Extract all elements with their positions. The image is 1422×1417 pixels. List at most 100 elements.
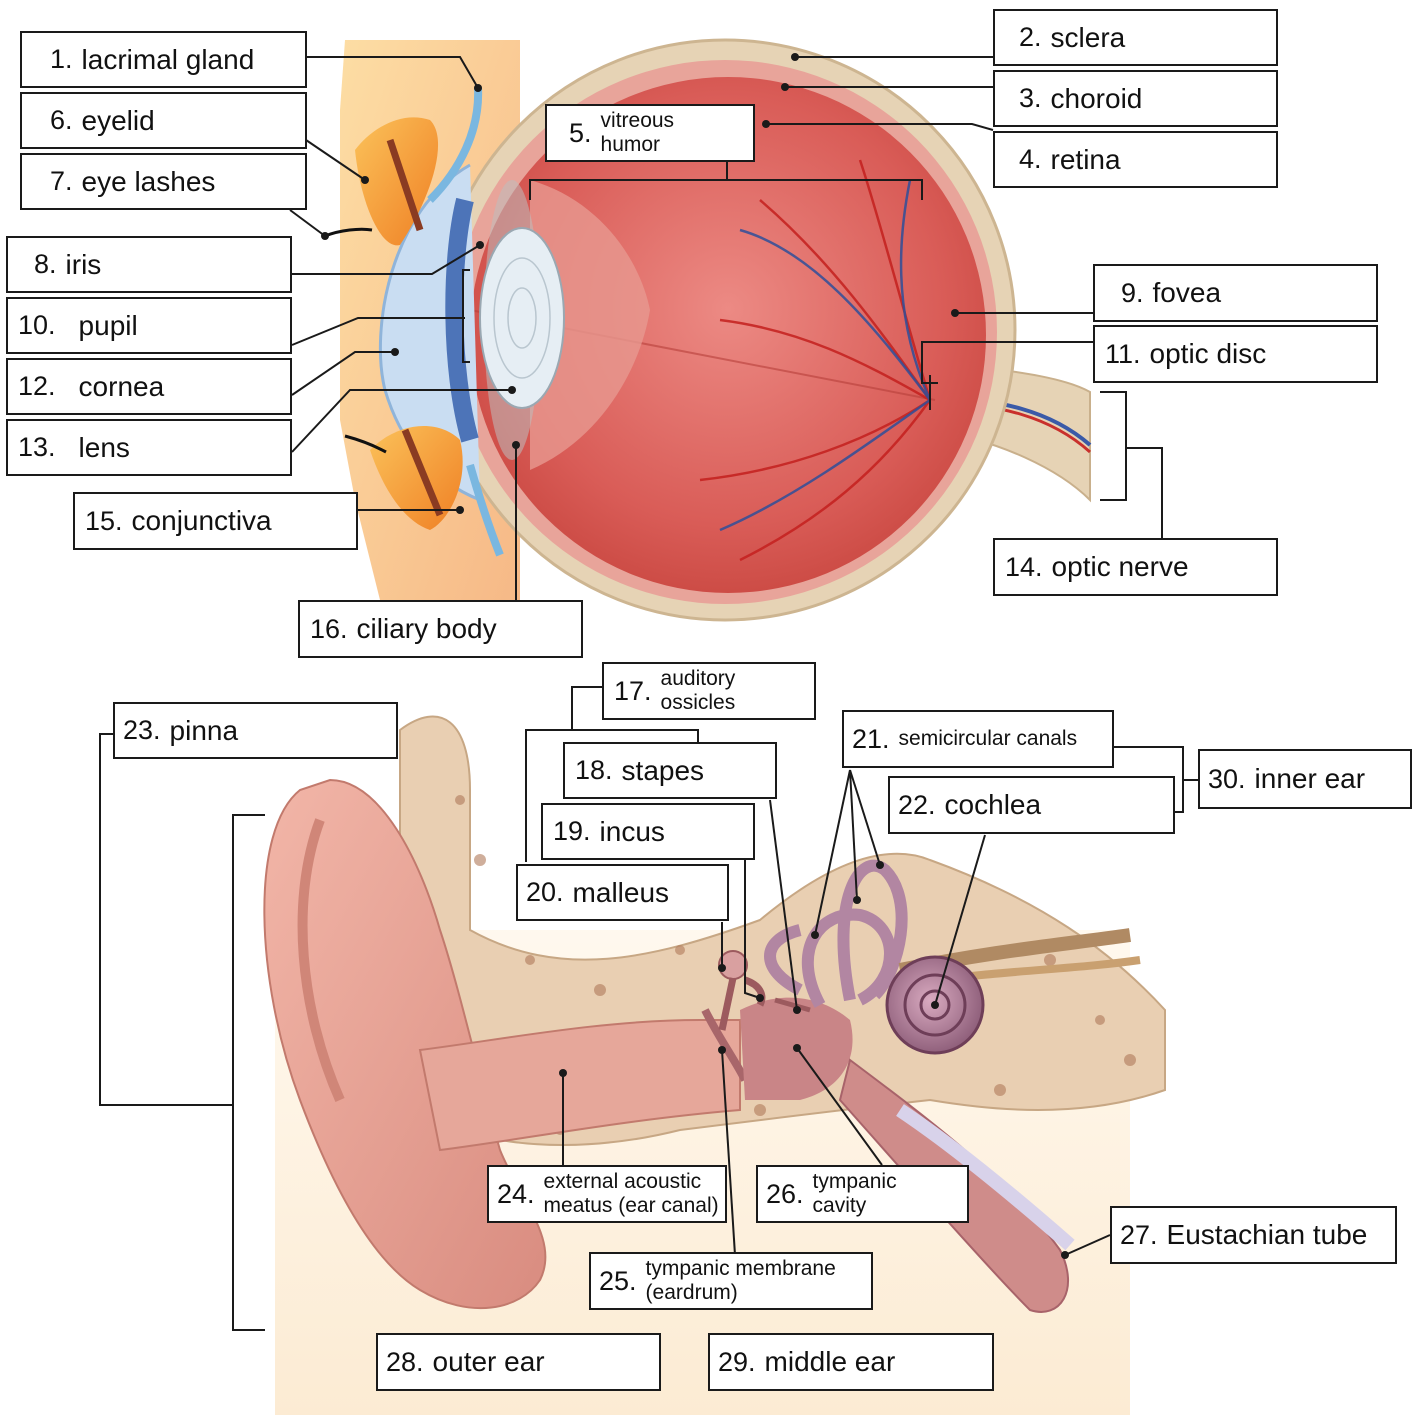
- label-malleus: 20. malleus: [516, 864, 729, 921]
- label-number: 9.: [1121, 278, 1144, 309]
- label-eustachian-tube: 27. Eustachian tube: [1110, 1206, 1397, 1264]
- label-vitreous-humor: 5. vitreous humor: [545, 104, 755, 162]
- label-outer-ear: 28. outer ear: [376, 1333, 661, 1391]
- label-text: middle ear: [765, 1346, 896, 1378]
- label-external-acoustic-meatus: 24. external acoustic meatus (ear canal): [487, 1165, 727, 1223]
- label-lacrimal-gland: 1. lacrimal gland: [20, 31, 307, 88]
- label-number: 8.: [34, 249, 57, 280]
- label-text: optic disc: [1150, 338, 1267, 370]
- label-pupil: 10. pupil: [6, 297, 292, 354]
- label-number: 2.: [1019, 22, 1042, 53]
- label-text: lens: [79, 432, 130, 464]
- label-number: 26.: [766, 1179, 804, 1210]
- label-text: retina: [1051, 144, 1121, 176]
- label-text: pupil: [79, 310, 138, 342]
- label-number: 15.: [85, 506, 123, 537]
- label-tympanic-cavity: 26. tympanic cavity: [756, 1165, 969, 1223]
- label-text: iris: [66, 249, 102, 281]
- label-number: 25.: [599, 1266, 637, 1297]
- label-text-stack: tympanic membrane (eardrum): [646, 1257, 836, 1304]
- label-number: 11.: [1105, 339, 1141, 370]
- label-line-1: tympanic membrane: [646, 1257, 836, 1281]
- label-number: 1.: [50, 44, 73, 75]
- label-text: stapes: [622, 755, 705, 787]
- label-number: 24.: [497, 1179, 535, 1210]
- label-number: 27.: [1120, 1220, 1158, 1251]
- label-text: pinna: [170, 715, 239, 747]
- label-pinna: 23. pinna: [113, 702, 398, 759]
- label-number: 16.: [310, 614, 348, 645]
- label-inner-ear: 30. inner ear: [1198, 749, 1412, 809]
- label-number: 7.: [50, 166, 73, 197]
- label-number: 4.: [1019, 144, 1042, 175]
- label-tympanic-membrane: 25. tympanic membrane (eardrum): [589, 1252, 873, 1310]
- label-fovea: 9. fovea: [1093, 264, 1378, 322]
- label-line-2: ossicles: [661, 691, 736, 715]
- label-line-1: external acoustic: [544, 1170, 719, 1194]
- label-number: 3.: [1019, 83, 1042, 114]
- label-number: 30.: [1208, 764, 1246, 795]
- label-number: 19.: [553, 816, 591, 847]
- label-semicircular-canals: 21. semicircular canals: [842, 710, 1114, 768]
- label-text: inner ear: [1255, 763, 1366, 795]
- label-text: cochlea: [945, 789, 1042, 821]
- label-cochlea: 22. cochlea: [888, 776, 1175, 834]
- label-number: 14.: [1005, 552, 1043, 583]
- label-number: 10.: [18, 310, 56, 341]
- label-number: 21.: [852, 724, 890, 755]
- label-text: malleus: [573, 877, 669, 909]
- label-text-stack: external acoustic meatus (ear canal): [544, 1170, 719, 1217]
- label-text-stack: vitreous humor: [601, 109, 675, 156]
- label-text: lacrimal gland: [82, 44, 255, 76]
- label-text: Eustachian tube: [1167, 1219, 1368, 1251]
- label-number: 22.: [898, 790, 936, 821]
- label-text-stack: tympanic cavity: [813, 1170, 897, 1217]
- label-text: choroid: [1051, 83, 1143, 115]
- label-number: 17.: [614, 676, 652, 707]
- label-text: sclera: [1051, 22, 1126, 54]
- label-text: optic nerve: [1052, 551, 1189, 583]
- label-retina: 4. retina: [993, 131, 1278, 188]
- label-iris: 8. iris: [6, 236, 292, 293]
- label-text: conjunctiva: [132, 505, 272, 537]
- label-number: 23.: [123, 715, 161, 746]
- label-line-2: cavity: [813, 1194, 897, 1218]
- label-number: 5.: [569, 118, 592, 149]
- label-cornea: 12. cornea: [6, 358, 292, 415]
- label-number: 12.: [18, 371, 56, 402]
- label-text: eyelid: [82, 105, 155, 137]
- label-lens: 13. lens: [6, 419, 292, 476]
- label-stapes: 18. stapes: [563, 742, 777, 799]
- label-text: incus: [600, 816, 665, 848]
- label-line-2: meatus (ear canal): [544, 1194, 719, 1218]
- label-incus: 19. incus: [541, 803, 755, 860]
- label-sclera: 2. sclera: [993, 9, 1278, 66]
- label-conjunctiva: 15. conjunctiva: [73, 492, 358, 550]
- label-number: 6.: [50, 105, 73, 136]
- label-line-2: humor: [601, 133, 675, 157]
- label-number: 29.: [718, 1347, 756, 1378]
- label-eyelid: 6. eyelid: [20, 92, 307, 149]
- label-line-1: tympanic: [813, 1170, 897, 1194]
- label-ciliary-body: 16. ciliary body: [298, 600, 583, 658]
- label-text-stack: auditory ossicles: [661, 667, 736, 714]
- label-number: 28.: [386, 1347, 424, 1378]
- label-number: 13.: [18, 432, 56, 463]
- label-number: 18.: [575, 755, 613, 786]
- label-line-1: vitreous: [601, 109, 675, 133]
- label-optic-nerve: 14. optic nerve: [993, 538, 1278, 596]
- label-eye-lashes: 7. eye lashes: [20, 153, 307, 210]
- label-text: ciliary body: [357, 613, 497, 645]
- label-text: semicircular canals: [899, 727, 1078, 751]
- label-line-1: auditory: [661, 667, 736, 691]
- lens-shape: [480, 228, 564, 408]
- label-line-2: (eardrum): [646, 1281, 836, 1305]
- label-text: outer ear: [433, 1346, 545, 1378]
- label-text: cornea: [79, 371, 165, 403]
- label-text: eye lashes: [82, 166, 216, 198]
- label-number: 20.: [526, 877, 564, 908]
- label-middle-ear: 29. middle ear: [708, 1333, 994, 1391]
- label-text: fovea: [1153, 277, 1222, 309]
- label-optic-disc: 11. optic disc: [1093, 325, 1378, 383]
